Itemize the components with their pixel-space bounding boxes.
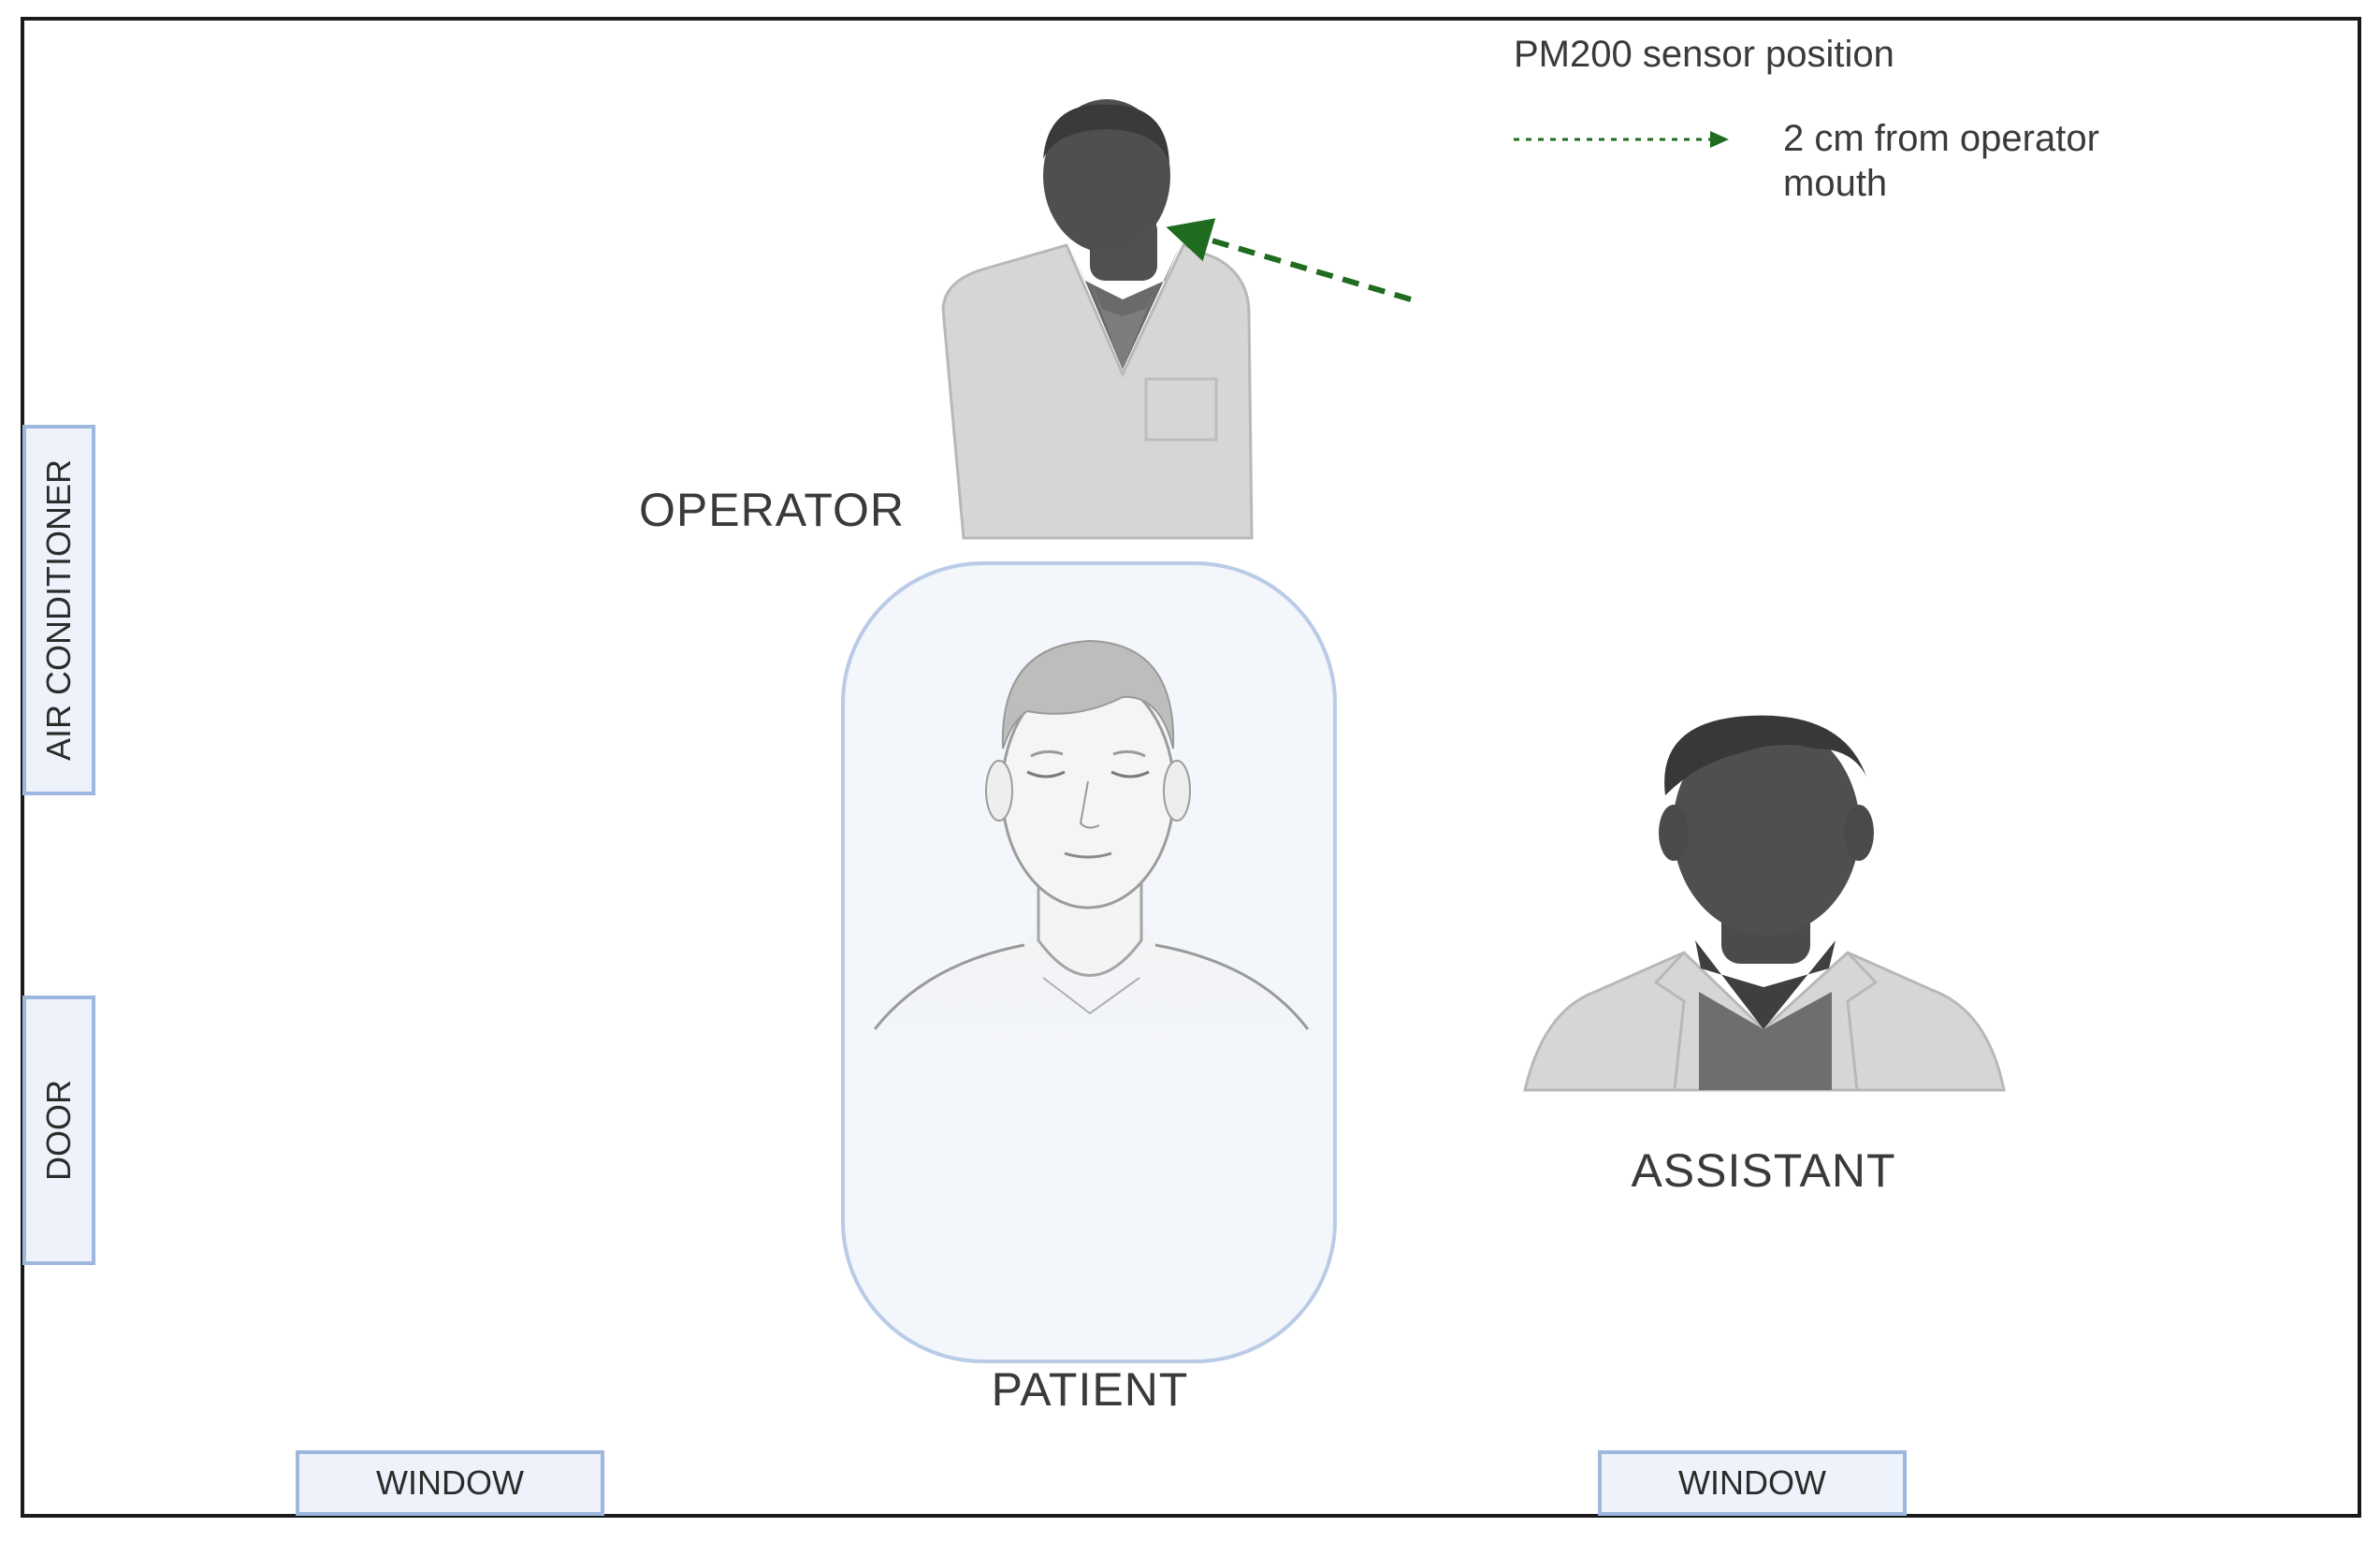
door-label: DOOR	[39, 1080, 78, 1181]
legend-entry-text: 2 cm from operator mouth	[1783, 116, 2213, 206]
assistant-label: ASSISTANT	[1631, 1144, 1896, 1197]
window-right-label: WINDOW	[1678, 1463, 1826, 1502]
operator-figure	[941, 99, 1254, 540]
door-fixture: DOOR	[22, 996, 95, 1265]
legend-arrowhead	[1710, 131, 1729, 148]
legend-title: PM200 sensor position	[1514, 34, 1894, 75]
legend-entry-line1: 2 cm from operator	[1783, 118, 2099, 159]
legend-entry-line2: mouth	[1783, 163, 1888, 204]
patient-label: PATIENT	[991, 1363, 1189, 1416]
assistant-figure	[1523, 715, 2006, 1092]
window-left-fixture: WINDOW	[296, 1450, 604, 1516]
window-right-fixture: WINDOW	[1598, 1450, 1907, 1516]
operator-label: OPERATOR	[639, 484, 905, 536]
window-left-label: WINDOW	[376, 1463, 524, 1502]
air-conditioner-label: AIR CONDITIONER	[39, 458, 79, 762]
sensor-arrow	[1166, 218, 1412, 302]
patient-figure	[873, 639, 1310, 1085]
air-conditioner-fixture: AIR CONDITIONER	[22, 425, 95, 795]
